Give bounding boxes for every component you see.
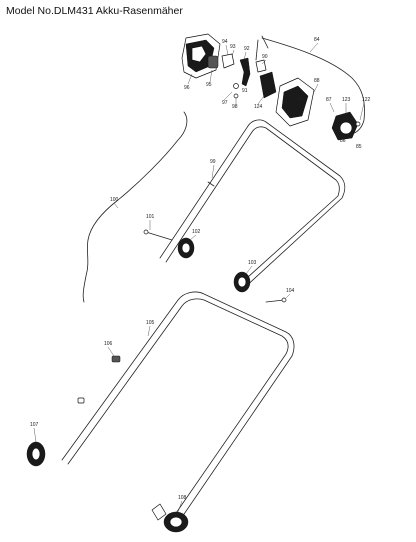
callout-84: 84: [314, 37, 320, 43]
bolt-part-right: [265, 297, 287, 303]
knob-lower-left-part: [26, 441, 46, 467]
callout-99: 99: [210, 159, 216, 165]
callout-90: 90: [262, 54, 268, 60]
small-clip-part: [77, 355, 121, 404]
page-title: Model No.DLM431 Akku-Rasenmäher: [6, 5, 183, 17]
callout-103: 103: [248, 260, 257, 266]
callout-102: 102: [192, 229, 201, 235]
cable: [261, 35, 365, 135]
callout-89: 89: [298, 97, 304, 103]
switch-lever-part: [259, 71, 277, 99]
callout-101: 101: [146, 214, 155, 220]
callout-93: 93: [230, 44, 236, 50]
callout-106: 106: [104, 341, 113, 347]
callout-96: 96: [184, 85, 190, 91]
callout-124: 124: [254, 104, 263, 110]
callout-91: 91: [242, 88, 248, 94]
callout-122: 122: [362, 97, 371, 103]
callout-92: 92: [244, 46, 250, 52]
lever-parts: [207, 39, 267, 99]
knob-nut-part: [177, 237, 195, 259]
callout-100: 100: [110, 197, 119, 203]
callout-105: 105: [146, 320, 155, 326]
callout-97: 97: [222, 100, 228, 106]
cable-part: [82, 111, 188, 303]
knob-lower-right-part: [151, 503, 189, 533]
callout-107: 107: [30, 422, 39, 428]
callout-86: 86: [340, 138, 346, 144]
bolt-part: [143, 229, 173, 241]
callout-104: 104: [286, 288, 295, 294]
callout-123: 123: [342, 97, 351, 103]
callout-88: 88: [314, 78, 320, 84]
callout-94: 94: [222, 39, 228, 45]
callout-108: 108: [178, 495, 187, 501]
lower-handle-part: [61, 291, 295, 521]
switch-housing-part: [275, 77, 315, 127]
callout-98: 98: [232, 104, 238, 110]
callout-labels: 84 94 93 92 90 95 96 88 89 97 98 91 124 …: [30, 37, 371, 501]
callout-85: 85: [356, 144, 362, 150]
callout-95: 95: [206, 82, 212, 88]
callout-87: 87: [326, 97, 332, 103]
upper-handle-part: [159, 119, 346, 291]
knob-nut-part-right: [233, 271, 251, 293]
leader-lines: [33, 42, 365, 513]
knob-part: [331, 111, 361, 141]
